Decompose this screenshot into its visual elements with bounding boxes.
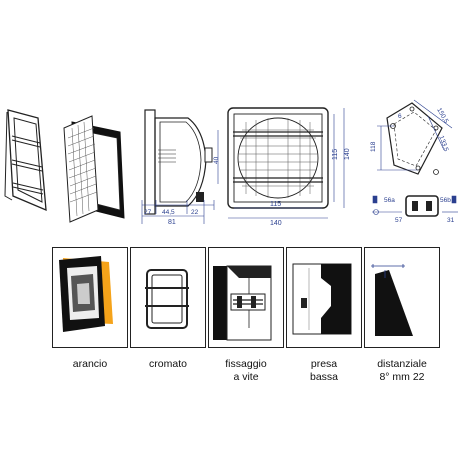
side-view-drawing: 27 44,5 22 81 40 [141, 109, 220, 226]
mount-height-dim: 118 [370, 141, 377, 152]
technical-drawings: 27 44,5 22 81 40 115 140 115 140 [4, 99, 458, 227]
accessory-card-arancio [52, 247, 128, 348]
caption-cromato: cromato [149, 358, 187, 370]
amber-lens-icon [59, 256, 113, 332]
front-height-inner-dim: 115 [332, 149, 339, 160]
front-view-drawing: 115 140 115 140 [227, 107, 351, 227]
height-mount-dim: 40 [213, 156, 220, 164]
front-width-outer-dim: 140 [270, 220, 282, 227]
bracket-left-label: 56a [384, 197, 395, 204]
headlight-lens-drawing [63, 115, 125, 223]
accessory-card-cromato [130, 247, 206, 348]
front-width-inner-dim: 115 [270, 201, 281, 208]
depth-mid-dim: 44,5 [162, 209, 175, 216]
mount-view-drawing: 150,5 133,5 118 6 [370, 99, 453, 175]
front-height-outer-dim: 140 [344, 148, 351, 160]
chrome-grille-drawing [4, 109, 47, 212]
caption-fissaggio: fissaggio a vite [225, 358, 267, 383]
caption-presa-bassa: presa bassa [309, 358, 339, 383]
low-socket-icon [292, 263, 352, 335]
bracket-left-dim: 57 [395, 217, 403, 224]
bracket-right-label: 56b [440, 197, 451, 204]
caption-distanziale: distanziale 8° mm 22 [377, 358, 427, 383]
spacer-icon [371, 264, 413, 336]
depth-total-dim: 81 [168, 219, 176, 226]
accessory-card-distanziale [364, 247, 440, 348]
mount-diagonal-dim: 150,5 [435, 107, 449, 125]
accessory-card-presa-bassa [286, 247, 362, 348]
mount-hole-dim: 6 [398, 113, 402, 120]
depth-left-dim: 27 [144, 209, 152, 216]
bracket-right-dim: 31 [447, 217, 455, 224]
mount-diagonal-inner-dim: 133,5 [437, 135, 449, 153]
screw-mount-icon [213, 265, 272, 341]
depth-right-dim: 22 [191, 209, 199, 216]
caption-arancio: arancio [72, 358, 108, 370]
bracket-view-drawing: 56a 56b 57 31 [372, 195, 458, 224]
chrome-grille-icon [145, 269, 189, 329]
accessory-card-fissaggio [208, 247, 284, 348]
